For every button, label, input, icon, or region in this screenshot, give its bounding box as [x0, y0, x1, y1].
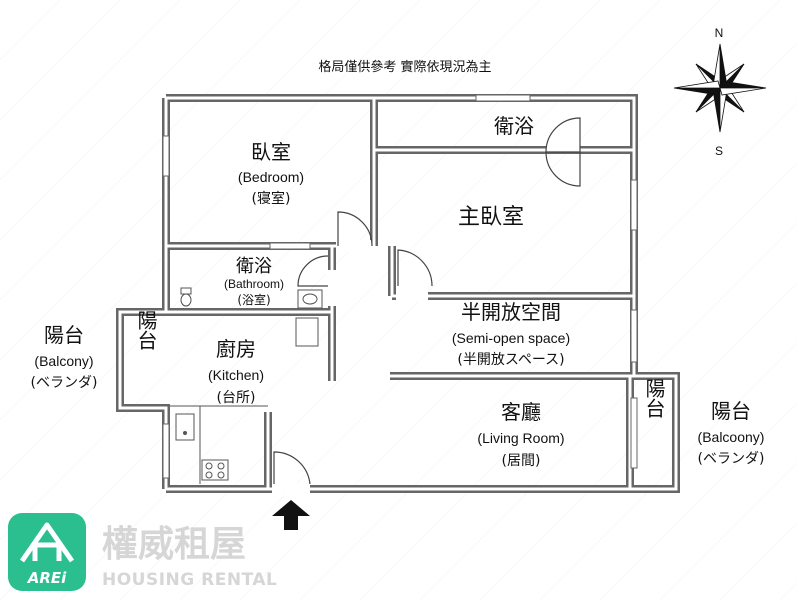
refrigerator-icon — [295, 317, 319, 347]
compass-south-label: S — [715, 144, 723, 158]
semi-open-label-zh: 半開放空間 — [461, 300, 561, 324]
bath-small-label-en: (Bathroom) — [224, 277, 284, 291]
bedroom-label-zh: 臥室 — [251, 140, 291, 164]
kitchen-label-alt: (台所) — [217, 390, 256, 406]
semi-open-label-alt: (半開放スペース) — [457, 352, 564, 368]
balcony-left-label-alt: (ベランダ) — [31, 375, 98, 391]
bedroom-label-en: (Bedroom) — [238, 169, 304, 185]
master-bedroom-label: 主臥室 — [458, 205, 524, 230]
living-room-label-alt: (居間) — [502, 453, 541, 469]
windows — [162, 94, 638, 479]
living-room-label-zh: 客廳 — [501, 400, 541, 424]
logo-brand-zh: 權威租屋 — [102, 524, 246, 565]
balcony-right-label-alt: (ベランダ) — [698, 451, 765, 467]
toilet-icon — [180, 287, 192, 307]
entrance-arrow-icon — [272, 500, 310, 530]
brand-logo: AREi 權威租屋 HOUSING RENTAL — [8, 513, 277, 591]
house-icon — [19, 522, 75, 563]
living-room-label-en: (Living Room) — [477, 430, 564, 446]
kitchen-label-zh: 廚房 — [216, 337, 256, 361]
semi-open-label-en: (Semi-open space) — [452, 330, 570, 346]
balcony-right-label-en: (Balcoony) — [698, 429, 765, 445]
bedroom-label-alt: (寝室) — [252, 190, 291, 207]
kitchen-counter — [170, 405, 268, 484]
logo-brand-en: HOUSING RENTAL — [102, 570, 277, 590]
balcony-left-label-zh: 陽台 — [44, 323, 84, 347]
compass-rose-icon: N S — [673, 26, 767, 158]
balcony-right-label-zh: 陽台 — [711, 399, 751, 423]
disclaimer-text: 格局僅供參考 實際依現況為主 — [318, 59, 491, 75]
logo-mark-text: AREi — [27, 569, 67, 587]
bath-small-label-alt: (浴室) — [237, 292, 270, 307]
bath-small-label-zh: 衛浴 — [236, 256, 272, 277]
balcony-left-inner-label: 陽台 — [134, 310, 158, 350]
bath-top-label: 衛浴 — [494, 114, 534, 138]
compass-north-label: N — [715, 26, 724, 40]
door-swings — [273, 117, 581, 485]
logo-badge — [8, 513, 86, 591]
stove-icon — [201, 459, 229, 481]
balcony-left-label-en: (Balcony) — [34, 353, 93, 369]
sink-icon — [297, 289, 323, 309]
balcony-right-inner-label: 陽台 — [642, 378, 666, 418]
kitchen-label-en: (Kitchen) — [208, 367, 264, 383]
